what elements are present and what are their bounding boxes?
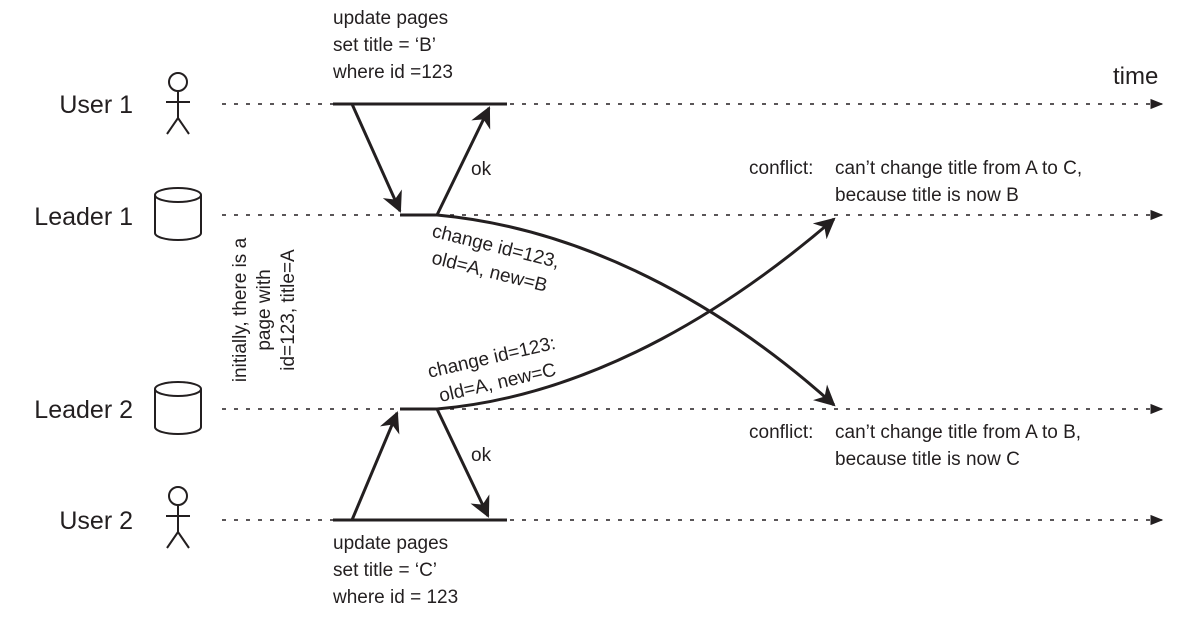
lane-label-leader1: Leader 1	[34, 203, 133, 231]
user1-query-line: where id =123	[332, 62, 453, 83]
user1-write-arrow	[350, 103, 402, 213]
initial-note-line: initially, there is a	[230, 237, 251, 382]
user1-query-text: update pages set title = ‘B’ where id =1…	[332, 8, 453, 83]
initial-state-note: initially, there is a page with id=123, …	[230, 237, 299, 382]
ok-label-leader1: ok	[471, 159, 492, 180]
replication-label-leader1: change id=123, old=A, new=B	[430, 221, 562, 297]
lane-label-user2: User 2	[59, 507, 133, 535]
database-cylinder-icon	[154, 381, 202, 435]
user2-query-text: update pages set title = ‘C’ where id = …	[332, 533, 458, 608]
user2-query-line: where id = 123	[332, 587, 458, 608]
user2-write-arrow	[350, 411, 400, 521]
initial-note-line: page with	[254, 269, 275, 350]
stick-figure-icon	[166, 486, 190, 549]
user2-query-line: update pages	[333, 533, 448, 554]
conflict-tag: conflict:	[749, 158, 813, 179]
leader2-ok-arrow	[435, 408, 490, 518]
initial-note-line: id=123, title=A	[278, 249, 299, 371]
conflict-message-leader2: conflict: can’t change title from A to B…	[749, 422, 1081, 470]
time-axis-label: time	[1113, 63, 1158, 90]
conflict-message-leader1: conflict: can’t change title from A to C…	[749, 158, 1082, 206]
conflict-line: because title is now C	[835, 449, 1020, 470]
conflict-line: can’t change title from A to B,	[835, 422, 1081, 443]
user2-query-line: set title = ‘C’	[333, 560, 437, 581]
replication-arrow-leader1-to-leader2	[436, 213, 836, 407]
replication-label-leader2: change id=123: old=A, new=C	[426, 333, 558, 407]
lane-label-user1: User 1	[59, 91, 133, 119]
leader1-ok-arrow	[435, 106, 491, 216]
stick-figure-icon	[166, 72, 190, 135]
user1-query-line: set title = ‘B’	[333, 35, 436, 56]
lane-label-leader2: Leader 2	[34, 396, 133, 424]
ok-label-leader2: ok	[471, 445, 492, 466]
conflict-line: can’t change title from A to C,	[835, 158, 1082, 179]
conflict-line: because title is now B	[835, 185, 1019, 206]
conflict-tag: conflict:	[749, 422, 813, 443]
replication-arrow-leader2-to-leader1	[436, 217, 836, 411]
database-cylinder-icon	[154, 187, 202, 241]
user1-query-line: update pages	[333, 8, 448, 29]
